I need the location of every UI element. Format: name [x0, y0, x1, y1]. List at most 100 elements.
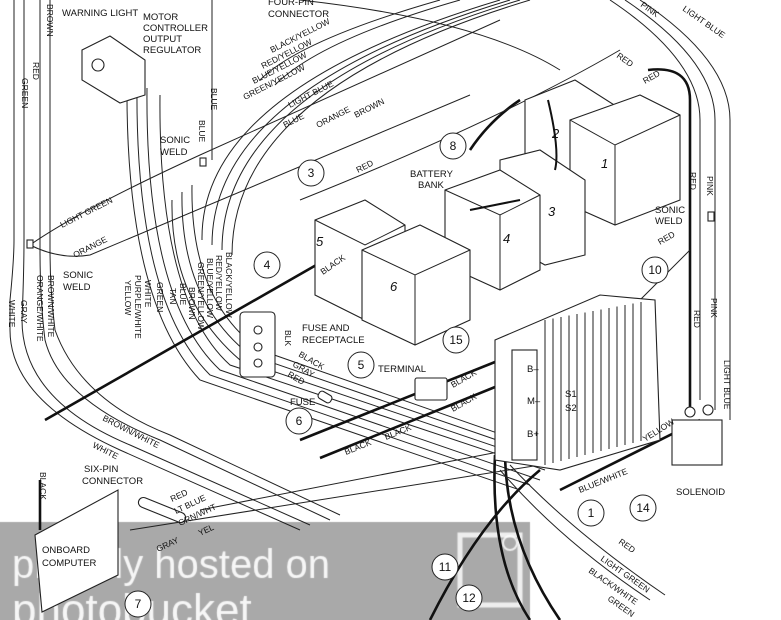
sonic-weld-label: SONIC	[160, 135, 190, 146]
wire-label: BLACK	[449, 367, 478, 390]
wire-label: GRAY	[19, 300, 29, 324]
callout-circle	[431, 553, 459, 581]
callout-circle	[629, 494, 657, 522]
wire-label: YELLOW	[123, 280, 133, 315]
battery-bank-label: BATTERY	[410, 169, 454, 180]
onboard-computer[interactable]	[34, 489, 119, 613]
wire-label: LIGHT BLUE	[681, 3, 728, 40]
wire-label: WHITE	[143, 280, 153, 308]
callout-circle	[455, 584, 483, 612]
callout-circle	[253, 251, 281, 279]
six-pin-label: SIX-PIN	[84, 464, 118, 475]
callout-circle	[285, 407, 313, 435]
sonic-weld-label: SONIC	[655, 205, 685, 216]
wire-label: ORANGE/WHITE	[35, 275, 45, 342]
four-pin-label-1: FOUR-PIN	[268, 0, 314, 8]
wire-label: BLUE	[209, 88, 219, 111]
wire-label: RED/YELLOW	[214, 255, 224, 311]
callout-number: 10	[648, 263, 662, 277]
callout-number: 6	[296, 414, 303, 428]
wire-label: BROWN	[45, 4, 55, 37]
callout-number: 11	[439, 560, 452, 574]
wire-label: BLACK/YELLOW	[224, 252, 234, 318]
terminal[interactable]	[414, 377, 448, 401]
terminal-label: TERMINAL	[378, 364, 426, 375]
wire-label: RED	[688, 172, 698, 190]
battery-number: 5	[316, 234, 324, 249]
fuse-receptacle-label: RECEPTACLE	[302, 335, 365, 346]
sonic-weld-label: WELD	[655, 216, 683, 227]
six-pin-connector[interactable]	[137, 496, 187, 524]
wire-bundles	[9, 0, 731, 531]
wire-label: GREEN/YELLOW	[196, 262, 206, 330]
output-regulator[interactable]	[81, 35, 146, 104]
four-pin-label-2: CONNECTOR	[268, 9, 329, 20]
motor-controller[interactable]	[494, 294, 661, 471]
sonic-weld-label: SONIC	[63, 270, 93, 281]
wire-label: GREEN	[20, 78, 30, 108]
terminal-b-plus: B+	[527, 429, 539, 440]
wire-label: BLUE	[178, 283, 188, 306]
six-pin-label: CONNECTOR	[82, 476, 143, 487]
callout-number: 3	[308, 166, 315, 180]
wire-label: BLUE	[197, 120, 207, 143]
wire-label: PINK	[705, 176, 715, 196]
fuse-label: FUSE	[290, 397, 315, 408]
battery-bank	[314, 79, 681, 346]
callout-circle	[124, 590, 152, 618]
callout-circle	[297, 159, 325, 187]
onboard-computer-label: ONBOARD	[42, 545, 90, 556]
fuse-receptacle[interactable]	[239, 311, 276, 378]
solenoid[interactable]	[671, 404, 723, 466]
regulator-label-3: OUTPUT	[143, 34, 182, 45]
wire-label: BLUE/YELLOW	[205, 258, 215, 318]
sonic-weld-markers	[26, 157, 715, 249]
battery-number: 4	[503, 231, 510, 246]
wire-label: ORANGE	[71, 234, 109, 260]
wire-label: BLUE/WHITE	[577, 466, 629, 495]
sonic-weld-label: WELD	[160, 147, 188, 158]
callout-circle	[439, 132, 467, 160]
callout-number: 4	[264, 258, 271, 272]
fuse[interactable]	[317, 390, 333, 404]
wire-label: RED	[641, 68, 662, 86]
wire-label: GREEN	[155, 282, 165, 312]
wire-label: BROWN	[187, 287, 197, 320]
battery-bank-label: BANK	[418, 180, 445, 191]
battery-number: 3	[548, 204, 556, 219]
battery-number: 1	[601, 156, 608, 171]
fuse-receptacle-label: FUSE AND	[302, 323, 350, 334]
wire-label: PURPLE/WHITE	[133, 275, 143, 339]
regulator-label-1: MOTOR	[143, 12, 178, 23]
wire-label: TAN	[168, 288, 178, 304]
wire-label: WHITE	[7, 300, 17, 328]
solenoid-label: SOLENOID	[676, 487, 725, 498]
wire-label: BLACK	[38, 472, 48, 500]
callout-circle	[641, 256, 669, 284]
callout-circle	[577, 499, 605, 527]
terminal-b-minus: B–	[527, 364, 539, 375]
callout-number: 8	[450, 139, 457, 153]
battery-6	[361, 224, 471, 346]
wire-label: YEL	[197, 522, 216, 538]
callout-number: 7	[135, 597, 142, 611]
wire-label: BLUE	[281, 111, 306, 130]
wire-label: BROWN/WHITE	[46, 275, 56, 338]
wire-label: ORANGE	[314, 104, 352, 130]
wire-label: PINK	[709, 298, 719, 318]
wire-label: RED	[354, 158, 375, 175]
battery-number: 6	[390, 279, 398, 294]
regulator-label-4: REGULATOR	[143, 45, 201, 56]
wire-label: PINK	[639, 0, 661, 19]
wire-label: BLK	[283, 330, 293, 346]
callout-circle	[347, 351, 375, 379]
warning-light-label: WARNING LIGHT	[62, 8, 138, 19]
wire-label: RED	[617, 536, 637, 554]
wire-label: LIGHT BLUE	[722, 360, 732, 410]
sonic-weld-label: WELD	[63, 282, 91, 293]
wire-label: RED	[656, 229, 677, 247]
wire-label: BROWN/WHITE	[101, 413, 161, 450]
